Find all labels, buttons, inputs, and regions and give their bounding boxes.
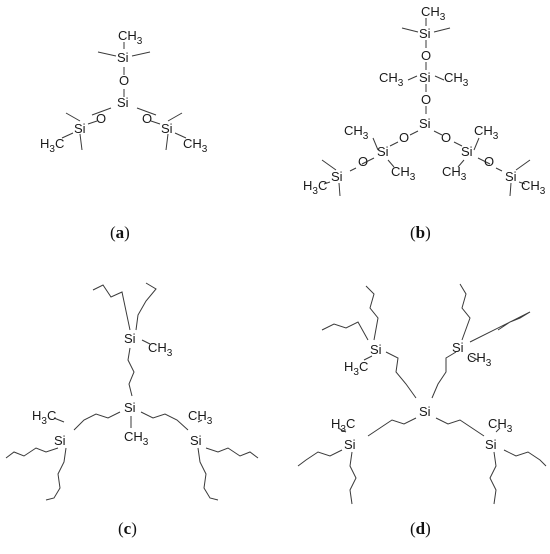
c-si-left: Si bbox=[54, 433, 66, 448]
d-ch3-upper-right: CH3 bbox=[467, 350, 492, 369]
a-si-right: Si bbox=[161, 121, 173, 136]
a-ch3-top: CH3 bbox=[118, 28, 143, 47]
b-ch3-right-4: CH3 bbox=[442, 164, 467, 183]
b-o-left: O bbox=[399, 130, 409, 145]
b-ch3-left-3: CH3 bbox=[344, 123, 369, 142]
a-o-left: O bbox=[96, 111, 106, 126]
b-h3c-left: H3C bbox=[303, 178, 327, 197]
b-o-2: O bbox=[421, 92, 431, 107]
b-ch3-left-2: CH3 bbox=[379, 70, 404, 89]
b-ch3-right-terminal: CH3 bbox=[521, 178, 546, 197]
c-h3c-left: H3C bbox=[32, 408, 56, 427]
b-si-terminal-right: Si bbox=[505, 169, 517, 184]
d-si-lower-left: Si bbox=[344, 437, 356, 452]
b-o-right: O bbox=[441, 130, 451, 145]
c-si-top: Si bbox=[124, 331, 136, 346]
a-si-top: Si bbox=[117, 50, 129, 65]
b-si-left: Si bbox=[377, 144, 389, 159]
a-o-right: O bbox=[142, 111, 152, 126]
b-si-center: Si bbox=[419, 116, 431, 131]
b-ch3-top: CH3 bbox=[421, 4, 446, 23]
a-h3c-left: H3C bbox=[40, 136, 64, 155]
caption-a: (a) bbox=[110, 223, 130, 242]
d-h3c-upper-left: H3C bbox=[344, 359, 368, 378]
a-o-top: O bbox=[119, 73, 129, 88]
a-si-center: Si bbox=[117, 95, 129, 110]
panel-d-structure: Si H3C Si CH3 Si H3C Si CH3 Si bbox=[297, 283, 547, 505]
b-si-top: Si bbox=[419, 26, 431, 41]
b-ch3-left-4: CH3 bbox=[391, 164, 416, 183]
b-ch3-right-2: CH3 bbox=[444, 70, 469, 89]
d-si-upper-right: Si bbox=[452, 340, 464, 355]
caption-d: (d) bbox=[410, 519, 431, 538]
c-si-right: Si bbox=[190, 433, 202, 448]
b-si-right: Si bbox=[461, 144, 473, 159]
a-si-left: Si bbox=[74, 121, 86, 136]
d-si-lower-right: Si bbox=[485, 437, 497, 452]
caption-b: (b) bbox=[410, 223, 431, 242]
caption-c: (c) bbox=[118, 519, 137, 538]
d-si-center: Si bbox=[419, 404, 431, 419]
b-o-lower-left: O bbox=[358, 154, 368, 169]
b-o-lower-right: O bbox=[484, 154, 494, 169]
b-si-terminal-left: Si bbox=[331, 169, 343, 184]
d-h3c-lower-left: H3C bbox=[331, 416, 355, 435]
c-ch3-center: CH3 bbox=[124, 429, 149, 448]
c-ch3-right: CH3 bbox=[188, 408, 213, 427]
c-ch3-top: CH3 bbox=[148, 340, 173, 359]
b-o-1: O bbox=[421, 48, 431, 63]
d-si-upper-left: Si bbox=[370, 342, 382, 357]
b-ch3-right-3: CH3 bbox=[474, 123, 499, 142]
a-ch3-right: CH3 bbox=[183, 136, 208, 155]
panel-b-structure: CH3 Si O CH3 Si CH3 O Si O O CH3 CH3 Si … bbox=[303, 4, 546, 197]
panel-a-structure: CH3 Si O Si O O Si Si H3C CH3 bbox=[40, 28, 208, 155]
panel-c-structure: Si CH3 Si CH3 H3C Si CH3 Si bbox=[5, 282, 259, 501]
d-ch3-lower-right: CH3 bbox=[488, 416, 513, 435]
b-si-2: Si bbox=[419, 70, 431, 85]
c-si-center: Si bbox=[124, 400, 136, 415]
